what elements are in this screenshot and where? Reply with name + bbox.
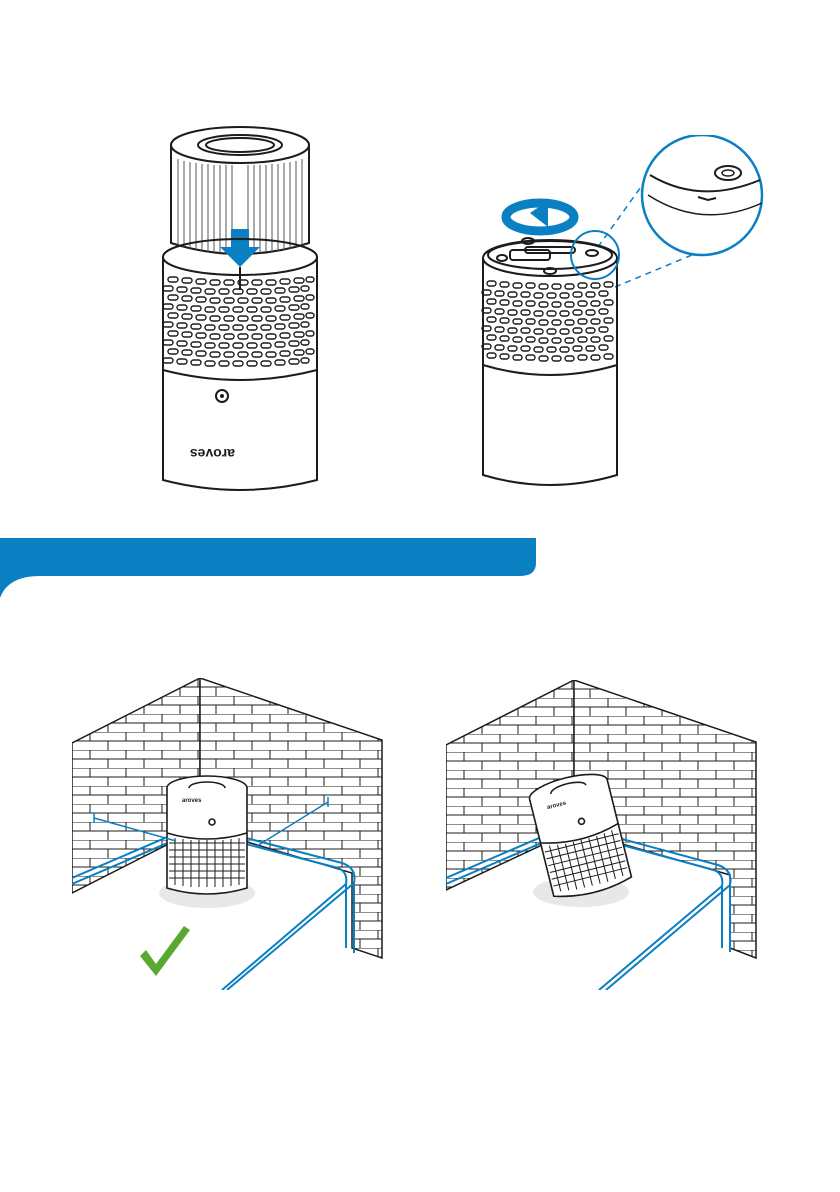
magnifier-circle-icon [642, 135, 762, 255]
purifier-top-icon [483, 238, 617, 485]
brand-logo: aroves [182, 798, 202, 804]
sensor-icon [216, 390, 228, 402]
rotate-lock-illustration [470, 135, 780, 495]
brand-logo: aroves [190, 446, 235, 462]
rotate-icon [506, 201, 574, 231]
section-banner [0, 538, 840, 608]
purifier-icon [167, 776, 247, 894]
check-icon [140, 926, 190, 976]
incorrect-placement-illustration: aroves [446, 680, 766, 990]
mesh-pattern [163, 277, 314, 366]
mesh-pattern [482, 281, 613, 361]
filter-insert-illustration: aroves [140, 115, 340, 495]
correct-placement-illustration: aroves [72, 678, 392, 990]
